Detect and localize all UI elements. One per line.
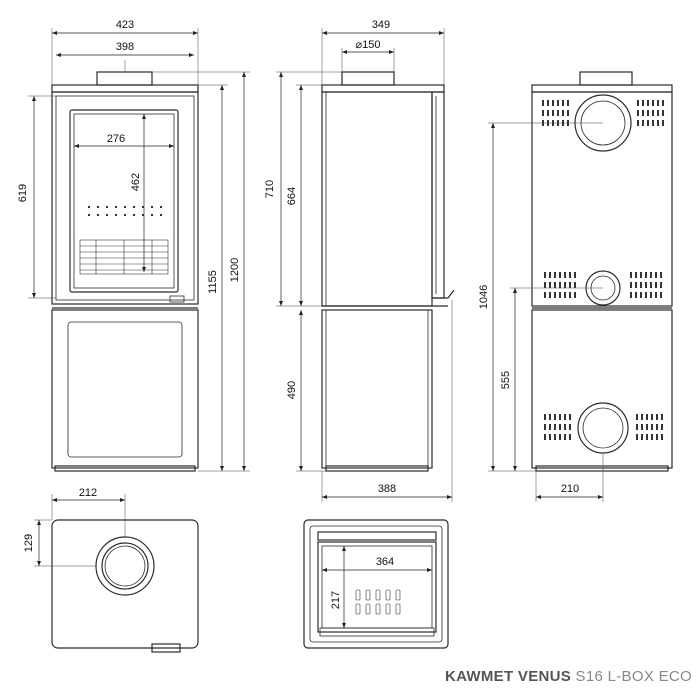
front-lower-body [51, 309, 199, 469]
dim-top-flue-offset-y: 129 [23, 534, 35, 552]
dim-side-depth: 349 [372, 19, 390, 31]
dim-rear-lower-flue-height: 555 [500, 371, 512, 389]
front-grate [79, 239, 169, 275]
side-flue-pipe [341, 71, 395, 86]
front-door-frame [55, 95, 195, 301]
rear-lower-body [531, 309, 673, 469]
rear-top-cap [531, 84, 673, 93]
top-view: 212 129 [23, 487, 199, 653]
dim-glass-width: 276 [107, 133, 125, 145]
dim-front-total-width: 423 [116, 19, 134, 31]
side-view: 349 ⌀150 710 664 490 388 [264, 19, 455, 502]
rear-outlet-lower [577, 402, 629, 454]
dim-side-base-depth: 388 [378, 483, 396, 495]
model-variant: S16 L-BOX ECO [575, 668, 692, 685]
dim-top-flue-offset-x: 212 [79, 487, 97, 499]
front-handle [169, 295, 185, 303]
dim-firebox-width: 364 [376, 556, 394, 568]
front-view: 423 398 276 462 619 1155 1200 [17, 19, 250, 472]
dim-rear-flue-offset: 210 [561, 483, 579, 495]
front-base [54, 465, 196, 472]
section-top-plate [317, 531, 437, 541]
dim-side-upper-height: 664 [286, 187, 298, 205]
side-lower-body [321, 309, 433, 469]
rear-flue-pipe [579, 71, 633, 86]
side-upper-body [321, 91, 433, 307]
front-lower-panel [67, 321, 183, 458]
dim-door-height: 619 [17, 184, 29, 202]
rear-upper-body [531, 91, 673, 307]
dim-total-height: 1200 [229, 258, 241, 282]
side-base [325, 465, 429, 472]
section-grate-slots [355, 589, 401, 615]
side-handle [432, 289, 455, 299]
dim-firebox-depth: 217 [330, 591, 342, 609]
model-brand: KAWMET VENUS [444, 668, 572, 685]
section-view: 364 217 [303, 519, 449, 649]
model-title: KAWMET VENUS S16 L-BOX ECO [400, 668, 692, 685]
dim-rear-flue-height: 1046 [478, 285, 490, 309]
rear-base [535, 465, 669, 472]
dim-side-lower-height: 490 [286, 381, 298, 399]
top-handle [151, 643, 181, 653]
front-top-cap [51, 84, 199, 93]
front-upper-body [51, 91, 199, 305]
side-top-cap [321, 84, 445, 93]
dim-front-inner-width: 398 [116, 41, 134, 53]
front-glass [69, 109, 179, 293]
section-body [303, 519, 449, 649]
section-firebox [317, 541, 437, 633]
dim-glass-height: 462 [130, 173, 142, 191]
dim-side-top-height: 710 [264, 180, 276, 198]
front-glass-inner [73, 113, 175, 289]
top-flue-inner [101, 542, 149, 590]
front-air-dots [88, 206, 162, 216]
dim-flue-diameter: ⌀150 [356, 39, 381, 51]
side-door-profile [431, 91, 445, 299]
rear-view: 1046 555 210 [478, 71, 673, 502]
dim-height-to-top: 1155 [207, 270, 219, 294]
top-body [51, 519, 199, 649]
front-flue-pipe [96, 71, 153, 86]
